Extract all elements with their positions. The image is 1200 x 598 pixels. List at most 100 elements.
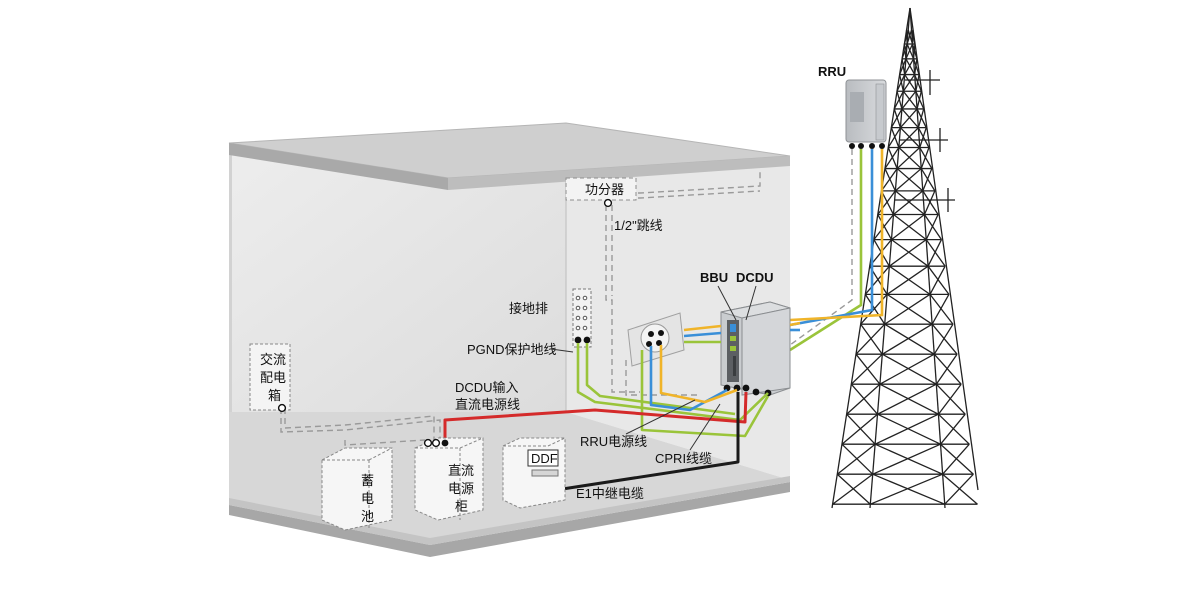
- tower-brace: [905, 58, 916, 75]
- tower-brace: [870, 473, 943, 505]
- tower-brace: [880, 190, 895, 215]
- tower-brace: [944, 473, 974, 505]
- tower-brace: [896, 74, 906, 92]
- rru-unit: [845, 79, 887, 149]
- tower-brace: [933, 353, 962, 385]
- bbu-label: BBU: [700, 270, 728, 285]
- ac-box-label-3: 箱: [268, 388, 281, 403]
- dcdu-leader: [745, 285, 757, 321]
- tower-brace: [927, 239, 943, 267]
- tower-brace: [894, 190, 925, 216]
- ddf-label: DDF: [531, 451, 558, 466]
- ac-to-dc-dashed: [280, 408, 441, 446]
- tower-brace: [901, 90, 917, 110]
- tower-brace: [850, 383, 878, 415]
- cpri-cable: [659, 345, 738, 404]
- tower-brace: [940, 443, 974, 475]
- tower-brace: [902, 74, 916, 92]
- tower-brace: [832, 473, 874, 505]
- tower-brace: [855, 323, 886, 355]
- jumper-label: 1/2"跳线: [614, 218, 663, 233]
- tower-brace: [894, 168, 922, 192]
- tower-brace: [877, 413, 941, 445]
- tower-brace: [933, 323, 954, 355]
- tower-brace: [879, 383, 939, 415]
- tower-brace: [881, 323, 933, 355]
- dc-cabinet-label-3: 柜: [455, 499, 468, 514]
- tower-brace: [904, 74, 917, 92]
- tower-brace: [896, 147, 921, 170]
- tower-brace: [836, 473, 871, 505]
- tower-brace: [899, 58, 907, 75]
- tower-brace: [914, 58, 918, 75]
- tower-brace: [907, 29, 914, 45]
- tower-brace: [879, 353, 935, 385]
- tower-brace: [836, 443, 876, 475]
- pgnd-leader: [550, 348, 574, 353]
- tower-brace: [925, 214, 939, 240]
- tower-brace: [846, 383, 881, 415]
- tower-brace: [931, 294, 950, 325]
- ac-box-label-1: 交流: [260, 352, 286, 367]
- tower-brace: [890, 108, 903, 128]
- tower-brace: [864, 293, 886, 325]
- ceiling-slab-front: [229, 143, 448, 190]
- tower-brace: [893, 90, 904, 110]
- tower-brace: [901, 43, 908, 60]
- tower-brace: [860, 323, 883, 355]
- tower-brace: [886, 265, 929, 295]
- ac-box-label-2: 配电: [260, 370, 286, 385]
- floor-slab: [229, 482, 790, 557]
- tower-brace: [877, 214, 893, 240]
- tower-brace: [937, 383, 962, 415]
- tower-brace: [920, 168, 936, 192]
- tower-brace: [935, 353, 958, 385]
- rru-panel: [850, 92, 864, 122]
- tower-brace: [925, 239, 946, 267]
- dcdu-label: DCDU: [736, 270, 774, 285]
- tower-brace: [880, 168, 898, 192]
- battery-label-2: 电: [361, 491, 374, 506]
- pgnd-label: PGND保护地线: [467, 342, 557, 357]
- dc-power-cabinet: 直流 电源 柜: [414, 437, 484, 521]
- tower-brace: [887, 127, 901, 148]
- tower-brace: [898, 147, 922, 170]
- tower-brace: [937, 413, 970, 445]
- tower-brace: [899, 127, 921, 148]
- tower-brace: [846, 413, 876, 445]
- tower-brace: [942, 473, 978, 505]
- tower-brace: [884, 147, 900, 169]
- tower-brace: [916, 91, 922, 110]
- tower-brace: [906, 43, 915, 60]
- tower-brace: [903, 29, 909, 45]
- tower-brace: [893, 190, 924, 216]
- tower-brace: [884, 168, 896, 192]
- ceiling-slab-side: [448, 156, 790, 190]
- tower-brace: [906, 29, 913, 45]
- tower-brace: [922, 168, 933, 192]
- tower-brace: [912, 43, 916, 59]
- tower-brace: [920, 147, 930, 169]
- tower-brace: [919, 127, 927, 148]
- tower-brace: [929, 265, 946, 295]
- dcdu-input-label-1: DCDU输入: [455, 380, 519, 395]
- rru-power-label: RRU电源线: [580, 434, 647, 449]
- dc-cabinet-label-2: 电源: [448, 481, 474, 496]
- tower-brace: [884, 323, 935, 355]
- tower-brace: [902, 90, 918, 110]
- tower-brace: [869, 239, 892, 267]
- tower-brace: [891, 214, 925, 241]
- tower-brace: [886, 293, 933, 325]
- ac-distribution-box: 交流 配电 箱: [249, 343, 291, 413]
- splitter-label: 功分器: [585, 182, 624, 197]
- tower-brace: [887, 147, 898, 169]
- splitter-port-icon: [603, 198, 613, 208]
- battery-cabinet: 蓄 电 池: [321, 447, 393, 531]
- tower-brace: [931, 323, 958, 355]
- tower-brace: [855, 353, 881, 385]
- tower-brace: [919, 147, 933, 169]
- bbu-leader: [717, 285, 737, 321]
- tower-brace: [915, 74, 920, 92]
